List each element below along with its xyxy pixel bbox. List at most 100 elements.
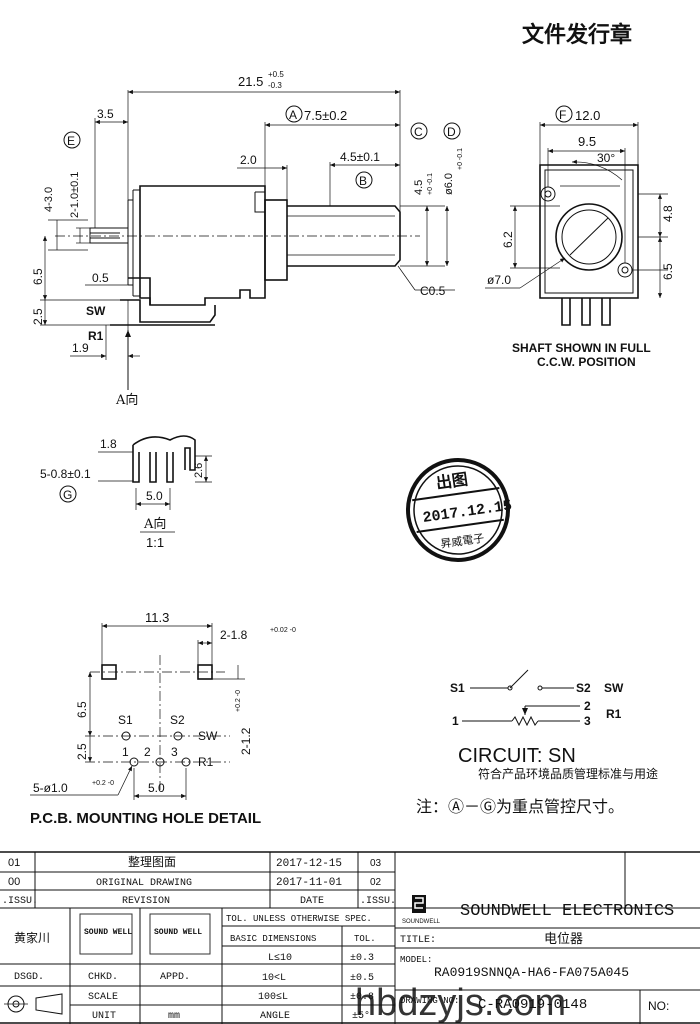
logo-text: SOUNDWELL [402,919,441,925]
dim-angle-30: 30° [597,151,615,165]
pcb-dim-11-3: 11.3 [145,610,169,625]
marker-d: D [447,125,456,139]
circuit-title: CIRCUIT: SN [458,745,576,767]
tol-row-1-tol: ±0.3 [350,953,374,964]
pcb-p2: 2 [144,745,151,759]
signature-stamp-2: SOUND WELL [154,928,202,937]
pcb-sw: SW [198,729,218,743]
dim-2-5-side: 2.5 [31,308,45,325]
pcb-r1: R1 [198,755,214,769]
pcb-dim-slots: 2-1.8 [220,628,248,642]
pcb-s2: S2 [170,713,185,727]
company-name: SOUNDWELL ELECTRONICS [460,902,674,921]
pcb-p3: 3 [171,745,178,759]
circuit-s2: S2 [576,681,591,695]
release-stamp: 出图 2017.12.15 昇威電子 [406,458,513,562]
rev-row-1-desc: 整理图面 [128,854,176,869]
angle-tol: ±5° [352,1010,370,1022]
rev-row-2-date: 2017-11-01 [276,877,342,889]
a-direction-view: 1.8 5-0.8±0.1 G 5.0 2.6 A向 1:1 [40,435,212,550]
dim-f-12-0: 12.0 [575,108,600,123]
chkd-label: CHKD. [88,972,118,983]
dim-overall-tol-upper: +0.5 [268,70,284,79]
rev-row-2-issu: 02 [370,877,382,888]
dim-a-pins: 5-0.8±0.1 [40,467,91,481]
title-block: 01 整理图面 2017-12-15 03 00 ORIGINAL DRAWIN… [0,851,700,1024]
circuit-s1: S1 [450,681,465,695]
dim-0-5: 0.5 [92,271,109,285]
chamfer-label: C0.5 [420,284,446,298]
shaft-note-line2: C.C.W. POSITION [537,355,636,369]
view-arrow-label: A向 [115,392,138,408]
scale-label: SCALE [88,992,118,1003]
a-view-scale: 1:1 [146,535,164,550]
circuit-sw: SW [604,681,624,695]
dim-a-5-0: 5.0 [146,489,163,503]
label-r1-side: R1 [88,329,104,343]
basic-dimensions-label: BASIC DIMENSIONS [230,934,316,944]
head-date: DATE [300,896,324,907]
dim-4-3-0: 4-3.0 [43,187,55,212]
marker-g: G [63,488,72,502]
angle-label: ANGLE [260,1011,290,1022]
stamp-top: 出图 [435,469,469,492]
circuit-n2: 2 [584,699,591,713]
dim-e-2-1-0: 2-1.0±0.1 [69,172,81,218]
a-view-title: A向 [143,516,166,532]
head-issu: .ISSU. [2,896,38,907]
pcb-dim-holes: 5-ø1.0 [33,781,68,795]
dim-9-5: 9.5 [578,134,596,149]
title-value: 电位器 [544,932,583,947]
tol-row-1-dim: L≤10 [268,953,292,964]
dim-6-5-side: 6.5 [31,268,45,285]
rev-row-1-issu: 03 [370,858,382,869]
watermark: hbdzyjs.com [355,982,566,1024]
company-logo-icon [412,895,426,913]
no-label: NO: [648,999,669,1013]
dim-6-5-front: 6.5 [661,263,675,280]
pcb-dim-slot-w: 2-1.2 [239,727,253,755]
pcb-title: P.C.B. MOUNTING HOLE DETAIL [30,810,261,827]
dsgd-label: DSGD. [14,972,44,983]
dim-d-tol: +0 -0.1 [457,148,464,170]
key-dimension-note: 注：Ⓐ－Ⓖ为重点管控尺寸。 [416,797,624,816]
rev-row-1-date: 2017-12-15 [276,858,342,870]
pcb-dim-6-5: 6.5 [75,701,89,718]
label-sw-side: SW [86,304,106,318]
pcb-dim-holes-tol: +0.2 -0 [92,780,114,787]
circuit-n1: 1 [452,714,459,728]
dim-c-4-5: 4.5 [413,180,425,195]
projection-symbol-icon [4,993,63,1015]
dim-1-9: 1.9 [72,341,89,355]
tol-header: TOL. UNLESS OTHERWISE SPEC. [226,914,372,924]
head-revision: REVISION [122,896,170,907]
dim-a-7-5: 7.5±0.2 [304,108,347,123]
pcb-dim-slot-w-tol: +0.2 -0 [235,690,242,712]
dim-overall-length: 21.5 [238,74,263,89]
model-value: RA0919SNNQA-HA6-FA075A045 [434,965,629,980]
pcb-dim-5-0: 5.0 [148,781,165,795]
unit-label: UNIT [92,1011,116,1022]
pcb-dim-slots-tol: +0.02 -0 [270,627,296,634]
pcb-s1: S1 [118,713,133,727]
head-issu2: .ISSU. [360,896,396,907]
tol-row-3-dim: 100≤L [258,992,288,1003]
document-stamp-text: 文件发行章 [522,22,632,47]
marker-f: F [559,108,566,122]
pcb-dim-2-5: 2.5 [75,743,89,760]
dim-4-8: 4.8 [661,205,675,222]
rev-row-1-rev: 01 [8,857,20,869]
dim-2-0: 2.0 [240,153,257,167]
circuit-diagram: S1 S2 SW 1 2 3 R1 CIRCUIT: SN 符合产品环境品质管理… [416,669,658,816]
tol-row-3-tol: ±0.8 [350,992,374,1003]
dim-a-2-6: 2.6 [193,463,205,478]
marker-c: C [414,125,423,139]
rev-row-2-rev: 00 [8,876,20,888]
compliance-note: 符合产品环境品质管理标准与用途 [478,766,658,781]
drawing-no-value: C-RA0919-0148 [478,997,587,1013]
side-view: 21.5 +0.5 -0.3 3.5 A 7.5±0.2 2.0 4.5±0.1… [31,70,464,408]
dim-d-6-0: ø6.0 [443,173,455,195]
tol-row-2-tol: ±0.5 [350,973,374,984]
stamp-bottom: 昇威電子 [440,532,485,551]
